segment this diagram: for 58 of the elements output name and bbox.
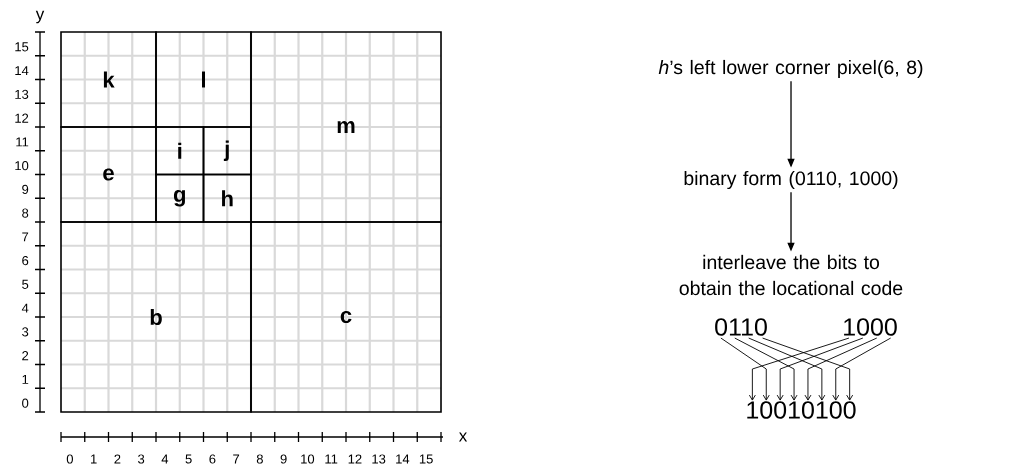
tick-label: 6 [209, 454, 216, 464]
tick-label: 1 [22, 374, 29, 384]
tick-label: 2 [22, 351, 29, 361]
tick-label: 10 [15, 161, 29, 171]
tick-label: 7 [22, 232, 29, 242]
tick-label: 5 [185, 454, 192, 464]
arrow [762, 337, 854, 401]
axis-label: x [458, 432, 468, 442]
quadrant-box: l [155, 31, 252, 128]
quadrant-box: b [60, 221, 252, 413]
quadrant-box: m [250, 31, 442, 223]
tick-label: 11 [16, 137, 29, 147]
step-text: interleave the bits to obtain the locational code [679, 254, 903, 296]
arrow [804, 337, 878, 401]
bit-string: 1000 [844, 318, 897, 336]
tick-label: 9 [280, 454, 287, 464]
tick-label: 15 [419, 454, 433, 464]
bit-string: 10010100 [747, 401, 856, 419]
arrow [748, 337, 850, 401]
tick-label: 2 [114, 454, 121, 464]
tick-label: 3 [22, 327, 29, 337]
tick-label: 12 [15, 113, 29, 123]
tick-label: 1 [91, 454, 97, 464]
tick-label: 9 [22, 184, 29, 194]
axis-label: y [35, 10, 45, 24]
tick-label: 3 [138, 454, 145, 464]
tick-label: 8 [256, 454, 263, 464]
step-text: h’s left lower corner pixel(6, 8) [658, 59, 923, 79]
tick-label: 13 [15, 89, 29, 99]
step-text: binary form (0110, 1000) [684, 170, 898, 190]
arrow [720, 337, 770, 401]
tick-label: 15 [15, 42, 29, 52]
quadrant-box: i [155, 126, 205, 176]
arrow [734, 337, 798, 401]
tick-label: 0 [66, 454, 73, 464]
quadrant-box: c [250, 221, 442, 413]
quadrant-box: e [60, 126, 157, 223]
tick-label: 4 [161, 454, 169, 464]
tick-label: 6 [22, 256, 29, 266]
tick-label: 0 [22, 398, 29, 408]
tick-label: 8 [22, 208, 29, 218]
tick-label: 13 [372, 454, 386, 464]
tick-label: 14 [15, 66, 29, 76]
quadrant-box: h [202, 173, 252, 223]
tick-label: 10 [301, 454, 315, 464]
bit-string: 0110 [715, 318, 767, 336]
arrow [748, 337, 826, 401]
tick-label: 5 [22, 279, 29, 289]
quadrant-box: j [202, 126, 252, 176]
tick-label: 12 [348, 454, 362, 464]
tick-label: 7 [233, 454, 240, 464]
arrow [832, 337, 892, 401]
quadrant-box: k [60, 31, 157, 128]
quadrant-box: g [155, 173, 205, 223]
arrow [776, 337, 864, 401]
tick-label: 14 [396, 454, 410, 464]
tick-label: 11 [325, 454, 338, 464]
tick-label: 4 [21, 303, 29, 313]
